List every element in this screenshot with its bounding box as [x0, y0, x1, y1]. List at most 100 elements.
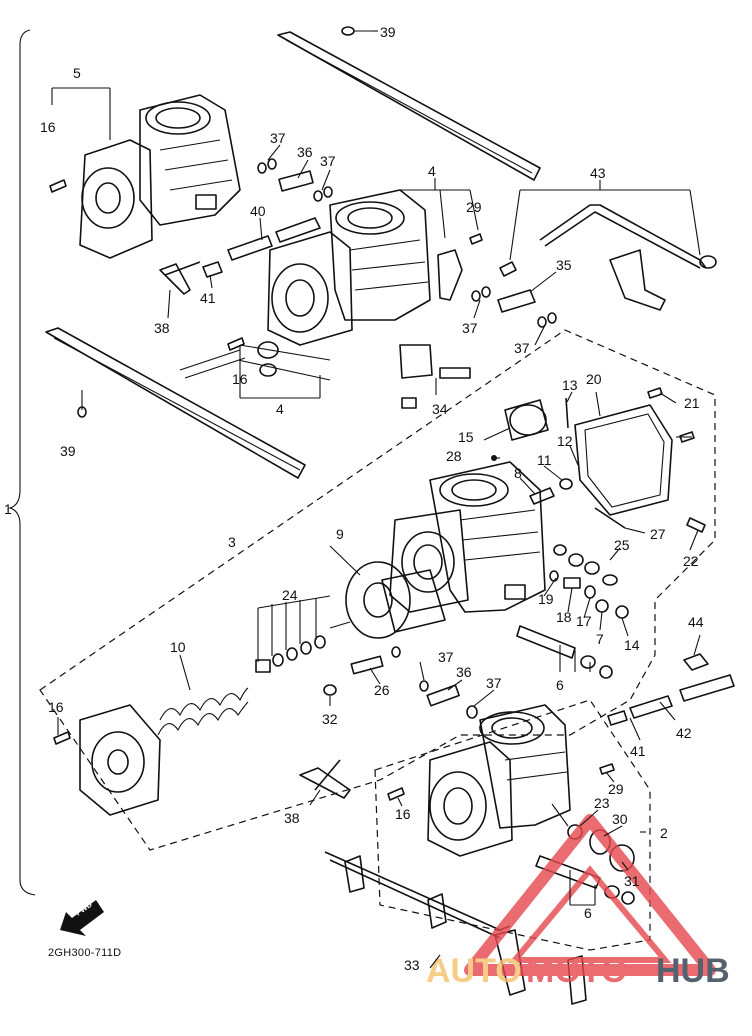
jet-8 — [529, 487, 555, 505]
callout-40: 40 — [250, 203, 266, 219]
top-cover-20 — [574, 404, 673, 516]
callout-12: 12 — [557, 433, 573, 449]
washer-11 — [559, 478, 573, 490]
callout-4-upper: 4 — [428, 163, 436, 179]
callout-39-top: 39 — [380, 24, 396, 40]
callout-25: 25 — [614, 537, 630, 553]
callout-6-middle: 6 — [556, 677, 564, 693]
callout-37-c: 37 — [462, 320, 478, 336]
callout-labels: 39 5 16 37 36 37 4 43 29 40 35 41 38 37 … — [4, 24, 704, 973]
screw-22 — [686, 517, 706, 533]
joint-38-upper — [159, 261, 201, 295]
callout-8: 8 — [514, 465, 522, 481]
callout-3: 3 — [228, 534, 236, 550]
callout-30: 30 — [612, 811, 628, 827]
jet-36-lower — [419, 680, 478, 719]
clip-44 — [683, 653, 709, 671]
callout-23: 23 — [594, 795, 610, 811]
screw-29-lower — [599, 763, 615, 775]
air-screw-35 — [471, 286, 557, 328]
callout-26: 26 — [374, 682, 390, 698]
bolt-39-bottom — [77, 390, 87, 418]
callout-35: 35 — [556, 257, 572, 273]
spring-10 — [157, 687, 249, 736]
callout-7: 7 — [596, 631, 604, 647]
callout-31: 31 — [624, 873, 640, 889]
callout-28: 28 — [446, 448, 462, 464]
screw-28 — [491, 455, 497, 461]
callout-6-lower: 6 — [584, 905, 592, 921]
callout-37-d: 37 — [514, 340, 530, 356]
callout-37-b: 37 — [320, 153, 336, 169]
callout-37-a: 37 — [270, 130, 286, 146]
assembly-bracket — [8, 29, 36, 896]
callout-33: 33 — [404, 957, 420, 973]
callout-37-f: 37 — [486, 675, 502, 691]
callout-43: 43 — [590, 165, 606, 181]
callout-42: 42 — [676, 725, 692, 741]
callout-22: 22 — [683, 553, 699, 569]
drawing-code: 2GH300-711D — [48, 947, 121, 959]
screw-16-lower-left — [53, 731, 71, 745]
callout-14: 14 — [624, 637, 640, 653]
callout-1: 1 — [4, 501, 12, 517]
callout-13: 13 — [562, 377, 578, 393]
callout-41-upper: 41 — [200, 290, 216, 306]
callout-36-lower: 36 — [456, 664, 472, 680]
callout-18: 18 — [556, 609, 572, 625]
screw-16-lower — [387, 787, 405, 801]
carburetor-4 — [179, 189, 463, 381]
assembly-3-outline — [39, 329, 716, 851]
callout-36-upper: 36 — [297, 144, 313, 160]
callout-24: 24 — [282, 587, 298, 603]
callout-41-lower: 41 — [630, 743, 646, 759]
callout-9: 9 — [336, 526, 344, 542]
callout-34: 34 — [432, 401, 448, 417]
small-parts-25 — [553, 544, 618, 586]
carburetor-2 — [427, 704, 571, 857]
callout-2: 2 — [660, 825, 668, 841]
callout-44: 44 — [688, 614, 704, 630]
callout-5: 5 — [73, 65, 81, 81]
carburetor-5 — [79, 94, 241, 259]
callout-37-e: 37 — [438, 649, 454, 665]
screw-16-middle — [227, 337, 245, 351]
rod-27 — [594, 507, 626, 529]
carburetor-3 — [389, 461, 546, 613]
chamber-cover — [79, 704, 161, 816]
screw-29-upper — [469, 233, 483, 245]
callout-10: 10 — [170, 639, 186, 655]
callout-32: 32 — [322, 711, 338, 727]
callout-16-middle: 16 — [232, 371, 248, 387]
bolt-39-top — [341, 26, 372, 36]
callout-38-upper: 38 — [154, 320, 170, 336]
jet-26 — [350, 646, 401, 675]
callout-15: 15 — [458, 429, 474, 445]
jet-36-upper — [257, 158, 333, 202]
watermark-logo: AUTO MOTO HUB — [426, 814, 730, 990]
callout-29-upper: 29 — [466, 199, 482, 215]
fwd-arrow: FWD — [60, 899, 104, 936]
pilot-screw-34 — [401, 367, 471, 409]
callout-29-lower: 29 — [608, 781, 624, 797]
watermark-moto: MOTO — [526, 952, 627, 990]
callout-19: 19 — [538, 591, 554, 607]
callout-17: 17 — [576, 613, 592, 629]
watermark-hub: HUB — [656, 952, 730, 990]
callout-4-lower: 4 — [276, 401, 284, 417]
starter-set-6-middle — [516, 625, 613, 679]
needle-set-24 — [255, 635, 326, 673]
callout-39-bottom: 39 — [60, 443, 76, 459]
joint-38-lower — [299, 759, 351, 799]
lower-connecting-bar — [45, 327, 306, 479]
callout-16-upper: 16 — [40, 119, 56, 135]
choke-15 — [504, 399, 549, 441]
callout-21: 21 — [684, 395, 700, 411]
callout-16-lower: 16 — [395, 806, 411, 822]
plug-32 — [323, 684, 337, 696]
diaphragm-9 — [329, 561, 446, 639]
callout-16-lower-left: 16 — [48, 699, 64, 715]
watermark-auto: AUTO — [426, 952, 522, 990]
